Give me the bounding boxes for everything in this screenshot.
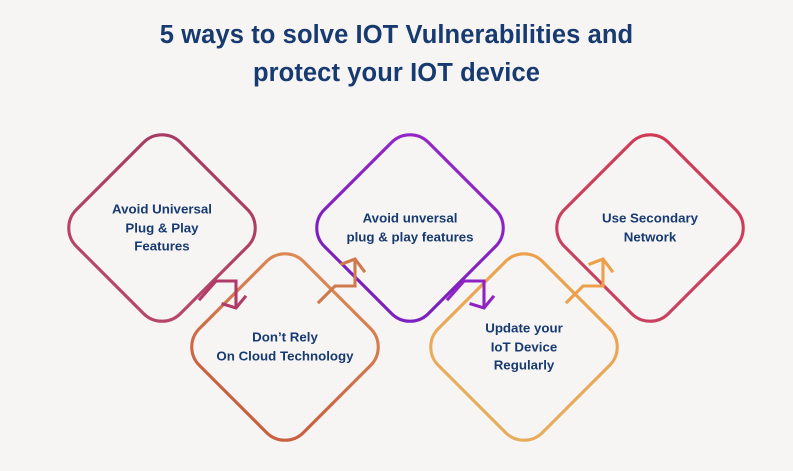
- arrow-4-to-5: [564, 257, 615, 305]
- page-title-line-1: 5 ways to solve IOT Vulnerabilities and: [159, 21, 634, 49]
- diamond-node-1: [67, 133, 257, 323]
- arrow-2-to-3: [316, 257, 367, 305]
- arrow-1-to-2: [197, 279, 248, 310]
- arrow-3-to-4: [445, 279, 496, 310]
- page-title-line-2: protect your IOT device: [252, 59, 541, 87]
- connector-arrows-layer: [197, 257, 615, 310]
- diamond-nodes-layer: [67, 133, 745, 442]
- diamond-node-4: [429, 252, 619, 442]
- diamond-node-3: [315, 133, 505, 323]
- diamond-node-2: [190, 252, 380, 442]
- page-title: 5 ways to solve IOT Vulnerabilities and …: [0, 16, 793, 92]
- diamond-node-5: [555, 133, 745, 323]
